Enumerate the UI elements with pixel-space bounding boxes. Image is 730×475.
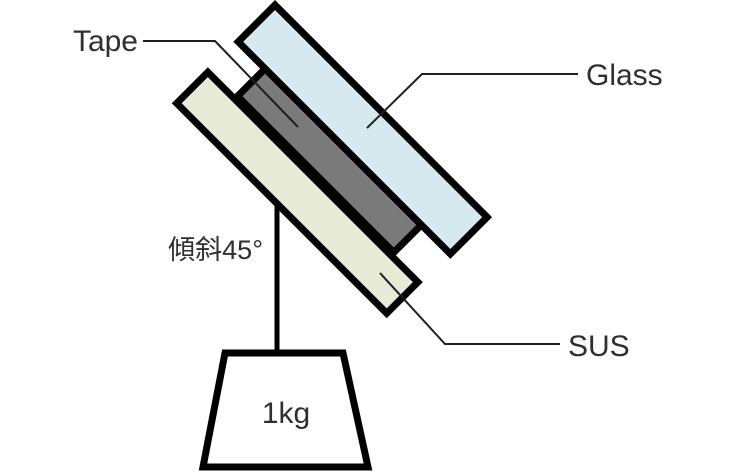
weight-block bbox=[198, 349, 373, 471]
glass-label: Glass bbox=[586, 59, 663, 92]
tilted-plate-stack bbox=[171, 0, 493, 319]
sus-label: SUS bbox=[568, 330, 630, 363]
glass-plate bbox=[233, 0, 493, 259]
glass-leader-line bbox=[366, 73, 578, 129]
tilt-angle-label: 傾斜45° bbox=[168, 235, 263, 265]
tape-leader-line bbox=[143, 40, 299, 128]
tape-label: Tape bbox=[73, 25, 138, 58]
sus-leader-line bbox=[379, 272, 560, 345]
weight-label: 1kg bbox=[262, 397, 310, 430]
